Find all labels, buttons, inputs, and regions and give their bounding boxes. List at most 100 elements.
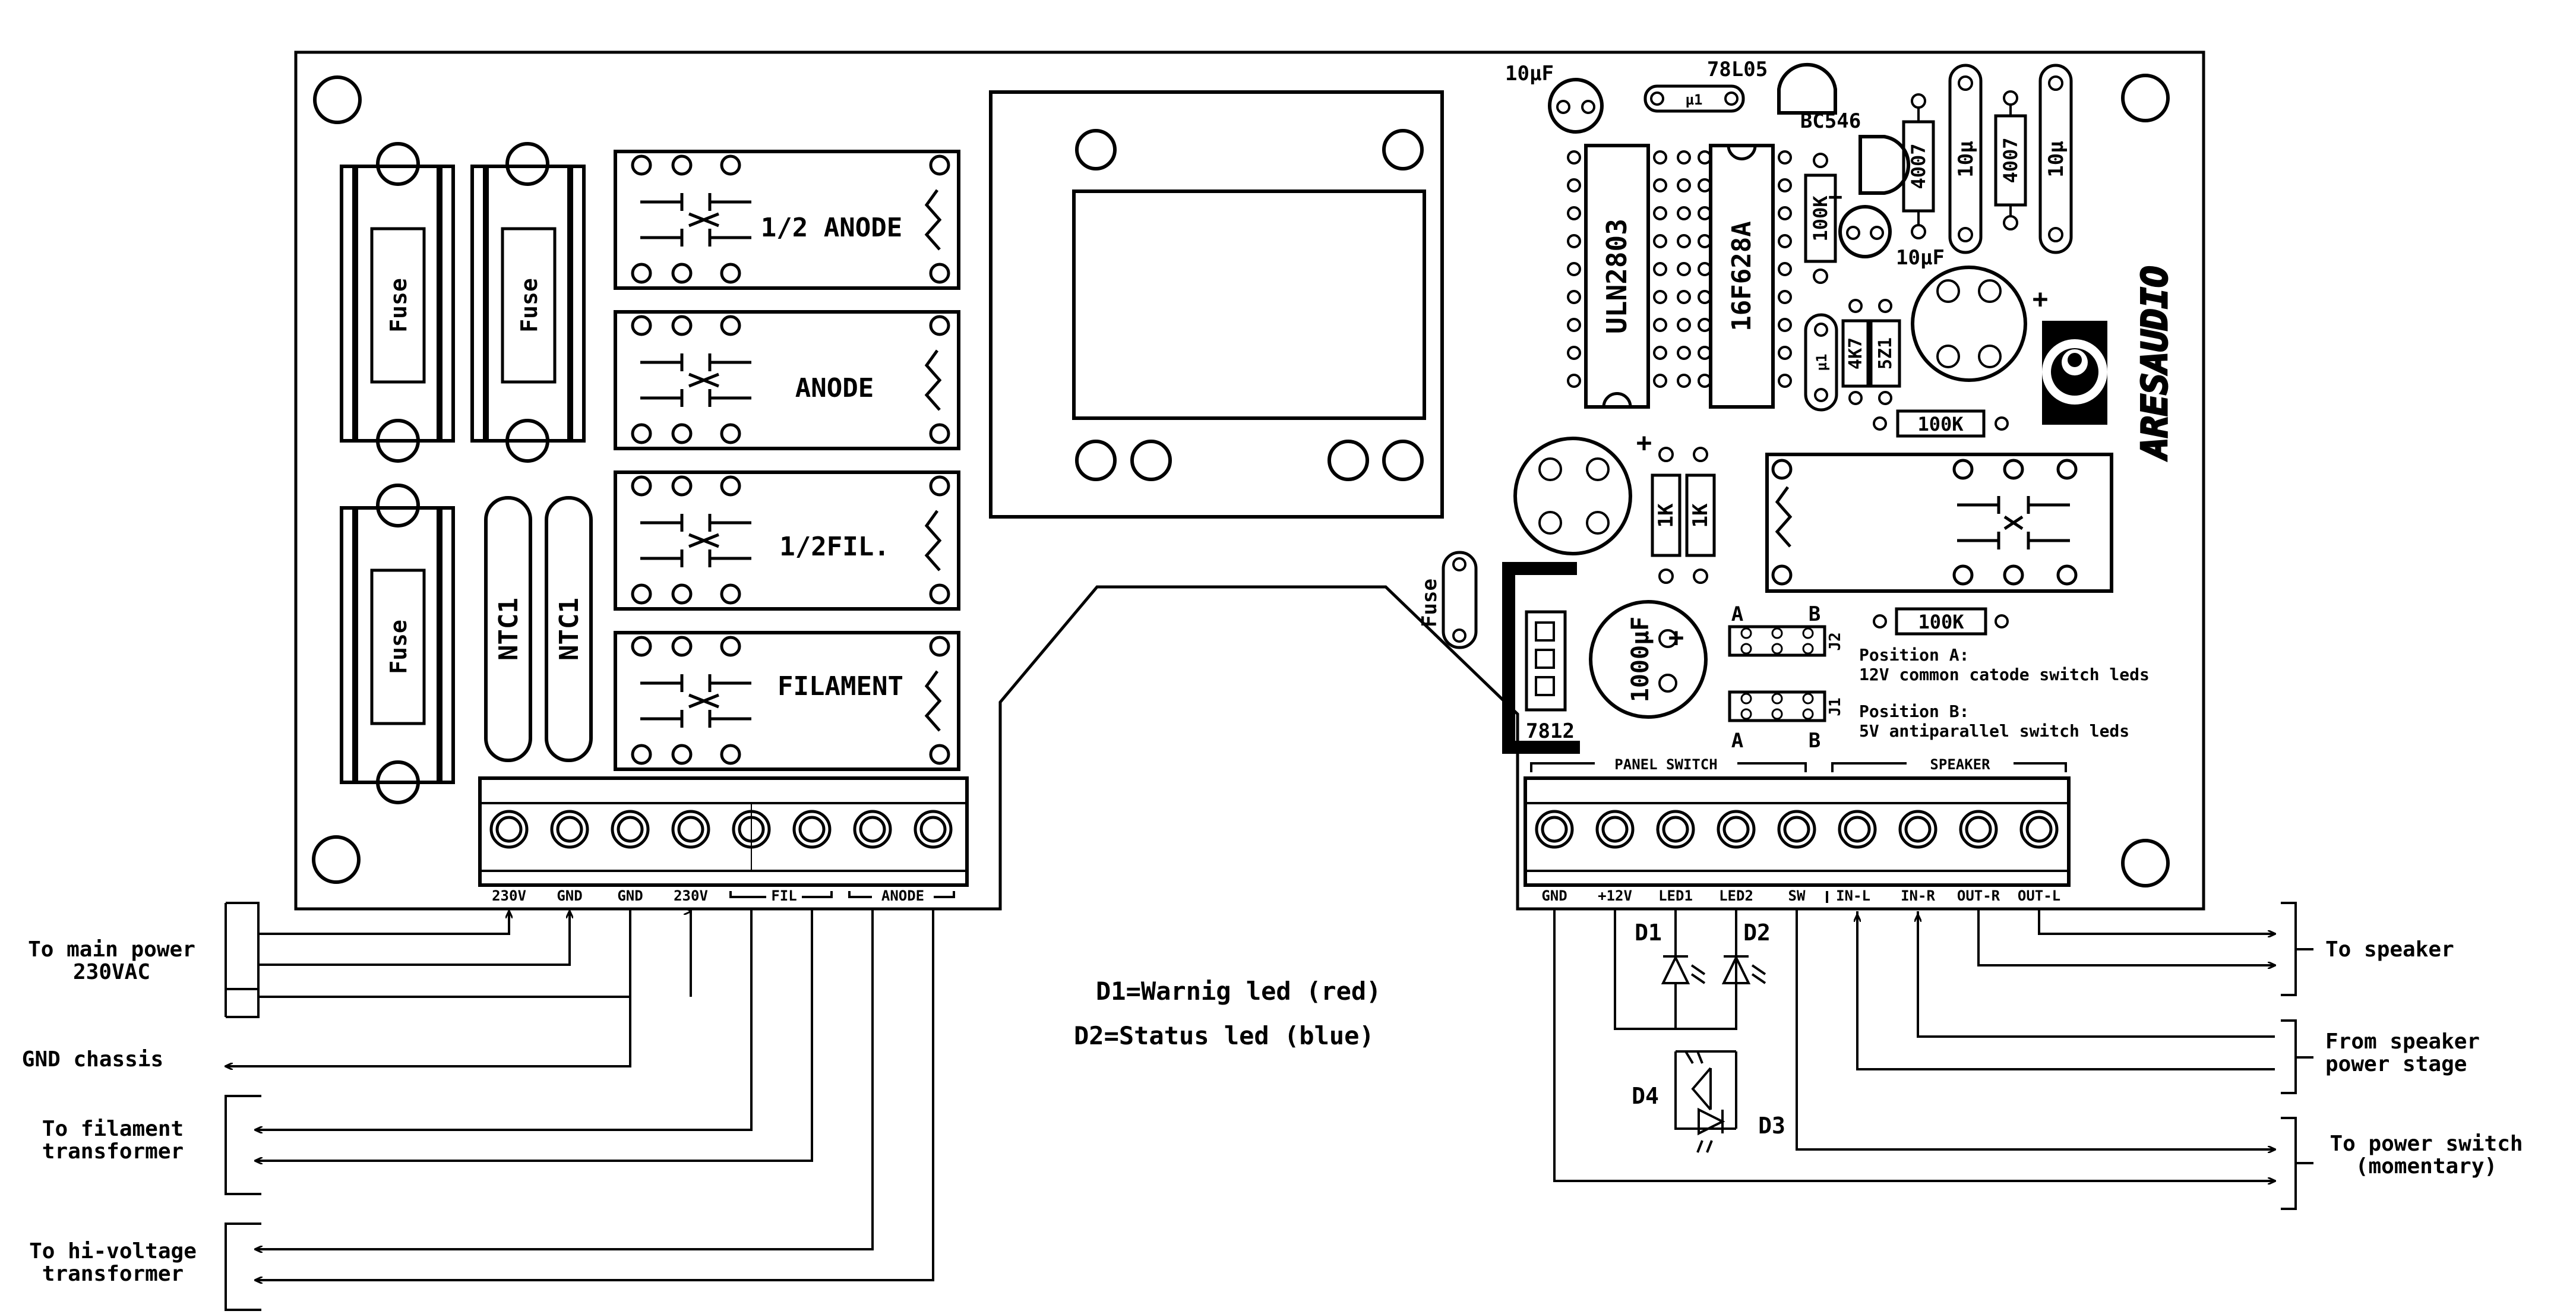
cap-10u-label-1: 10µ bbox=[1954, 141, 1978, 177]
led-d1 bbox=[1661, 939, 1706, 1029]
r100k-label-2: 100K bbox=[1917, 413, 1964, 435]
power-switch-label-2: (momentary) bbox=[2356, 1154, 2497, 1179]
right-terminal-label: LED1 bbox=[1658, 887, 1693, 904]
lowcap-plus: + bbox=[1636, 428, 1652, 458]
relay-label-4: FILAMENT bbox=[777, 671, 903, 702]
power-switch-label: To power switch bbox=[2330, 1132, 2523, 1156]
cap-label-1: 10µF bbox=[1505, 62, 1554, 86]
reg-78l05 bbox=[1777, 62, 1837, 115]
cap-10uf-1: 10µF bbox=[1505, 62, 1604, 134]
left-terminal-block: 230V GND GND 230V FIL ANODE bbox=[478, 776, 969, 904]
small-fuse: Fuse bbox=[1418, 551, 1478, 649]
j2-label: J2 bbox=[1826, 632, 1844, 650]
mu1-cap: µ1 bbox=[1643, 84, 1745, 113]
hv-label: To hi-voltage bbox=[29, 1239, 197, 1264]
jumper-j2: A B J2 bbox=[1728, 602, 1844, 657]
diode-label-2: 4007 bbox=[1999, 137, 2022, 183]
relay-4: FILAMENT bbox=[614, 631, 960, 771]
ic-16f628a: 16F628A bbox=[1698, 144, 1792, 409]
gnd-chassis-label: GND chassis bbox=[22, 1047, 163, 1072]
diode-4007-2: 4007 bbox=[1994, 90, 2027, 230]
relay-3: 1/2FIL. bbox=[614, 470, 960, 611]
cap-10u-2: 10µ bbox=[2038, 64, 2073, 254]
mu2-label: µ1 bbox=[1813, 354, 1830, 371]
right-wiring bbox=[1553, 902, 2313, 1210]
right-terminal-label: SW bbox=[1788, 887, 1806, 904]
anode-group-label: ANODE bbox=[881, 887, 924, 904]
cap-10uf-2: + 10µF bbox=[1828, 184, 1945, 270]
led-legend: D1=Warnig led (red) D2=Status led (blue) bbox=[1074, 977, 1381, 1050]
fuse-holder-1: Fuse bbox=[340, 142, 455, 463]
relay-label-1: 1/2 ANODE bbox=[761, 213, 902, 243]
fil-group-label: FIL bbox=[771, 887, 796, 904]
left-wiring bbox=[225, 902, 934, 1311]
main-power-label-2: 230VAC bbox=[73, 960, 150, 984]
legend-d1: D1=Warnig led (red) bbox=[1096, 977, 1381, 1006]
right-labels: To speaker From speaker power stage To p… bbox=[2325, 937, 2523, 1179]
resistor-100k-3: 100K bbox=[1873, 607, 2009, 636]
resistor-1k-1: 1K bbox=[1651, 447, 1681, 584]
small-fuse-label: Fuse bbox=[1418, 579, 1442, 627]
j2-b: B bbox=[1809, 602, 1820, 626]
r100k-label-3: 100K bbox=[1918, 611, 1964, 633]
ntc-1: NTC1 bbox=[484, 496, 532, 762]
ntc-label-2: NTC1 bbox=[554, 598, 584, 661]
cap-lower: + bbox=[1513, 428, 1652, 555]
pos-a-title: Position A: bbox=[1859, 645, 1969, 665]
cap-1000uf: 1000µF + bbox=[1589, 600, 1708, 719]
led-d3 bbox=[1696, 1107, 1725, 1153]
diode-4007-1: 4007 bbox=[1902, 93, 1935, 239]
resistor-100k-2: 100K bbox=[1873, 409, 2009, 438]
cap2-plus: + bbox=[1828, 184, 1842, 211]
resistor-100k-1: 100K bbox=[1804, 153, 1837, 284]
16f628a-label: 16F628A bbox=[1727, 221, 1757, 331]
right-terminal-label: IN-R bbox=[1901, 887, 1935, 904]
resistor-4k7: 4K7 bbox=[1841, 299, 1870, 405]
right-terminal-label: LED2 bbox=[1719, 887, 1753, 904]
relay-label-3: 1/2FIL. bbox=[779, 532, 889, 562]
relay-5 bbox=[1765, 453, 2113, 593]
left-labels: To main power 230VAC GND chassis To fila… bbox=[22, 937, 197, 1286]
led-d2-label: D2 bbox=[1743, 920, 1771, 946]
fuse-label-2: Fuse bbox=[516, 278, 542, 333]
right-terminal-label: +12V bbox=[1598, 887, 1632, 904]
relay-2: ANODE bbox=[614, 310, 960, 450]
left-terminal-label: 230V bbox=[492, 887, 526, 904]
left-terminal-label: 230V bbox=[674, 887, 708, 904]
bc546-label: BC546 bbox=[1800, 109, 1861, 133]
speaker-label: SPEAKER bbox=[1930, 756, 1990, 773]
1000uf-plus: + bbox=[1668, 623, 1684, 653]
right-terminal-label: IN-L bbox=[1836, 887, 1870, 904]
r1k-label-2: 1K bbox=[1689, 503, 1712, 528]
jumper-j1: A B J1 bbox=[1728, 690, 1844, 753]
fuse-label-3: Fuse bbox=[385, 620, 412, 674]
bigcap-plus: + bbox=[2033, 284, 2049, 314]
diode-label-1: 4007 bbox=[1907, 143, 1930, 189]
right-terminal-label: OUT-R bbox=[1957, 887, 2000, 904]
r1k-label-1: 1K bbox=[1654, 503, 1678, 528]
right-terminal-block: PANEL SWITCH SPEAKER GND +12V LED1 LED2 … bbox=[1524, 756, 2071, 904]
hv-label-2: transformer bbox=[42, 1262, 184, 1286]
legend-d2: D2=Status led (blue) bbox=[1074, 1021, 1374, 1050]
cap-10u-1: 10µ bbox=[1948, 64, 1983, 254]
pos-a-desc: 12V common catode switch leds bbox=[1859, 665, 2150, 684]
fuse-holder-2: Fuse bbox=[470, 142, 586, 463]
led-d4 bbox=[1674, 1050, 1737, 1130]
r4k7-label: 4K7 bbox=[1845, 337, 1866, 369]
left-terminal-label: GND bbox=[617, 887, 643, 904]
z5v1-label: 5Z1 bbox=[1875, 337, 1896, 369]
brand-label: ARESAUDIO bbox=[2134, 266, 2176, 461]
main-power-label: To main power bbox=[28, 937, 195, 962]
from-speaker-label-2: power stage bbox=[2325, 1052, 2467, 1076]
pcb-outline bbox=[294, 50, 2205, 911]
right-terminal-label: GND bbox=[1541, 887, 1567, 904]
left-terminal-label: GND bbox=[557, 887, 582, 904]
fuse-label-1: Fuse bbox=[385, 278, 412, 333]
j1-b: B bbox=[1809, 729, 1820, 753]
led-d2 bbox=[1721, 939, 1766, 1029]
big-capacitor: + bbox=[1911, 266, 2049, 382]
filament-label: To filament bbox=[42, 1117, 184, 1141]
ntc-2: NTC1 bbox=[545, 496, 593, 762]
relay-label-2: ANODE bbox=[795, 373, 874, 403]
cap-10u-label-2: 10µ bbox=[2044, 141, 2068, 177]
